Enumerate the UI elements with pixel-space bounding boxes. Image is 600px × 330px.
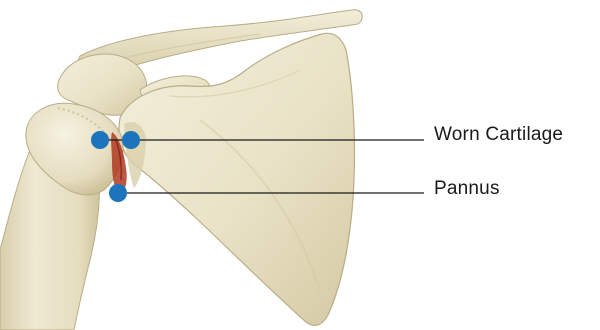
pannus-marker	[109, 184, 127, 202]
scapula	[119, 33, 355, 325]
worn-cartilage-marker-left	[91, 131, 109, 149]
worn-cartilage-marker-right	[122, 131, 140, 149]
pannus-label: Pannus	[434, 178, 500, 200]
worn-cartilage-label: Worn Cartilage	[434, 124, 563, 146]
